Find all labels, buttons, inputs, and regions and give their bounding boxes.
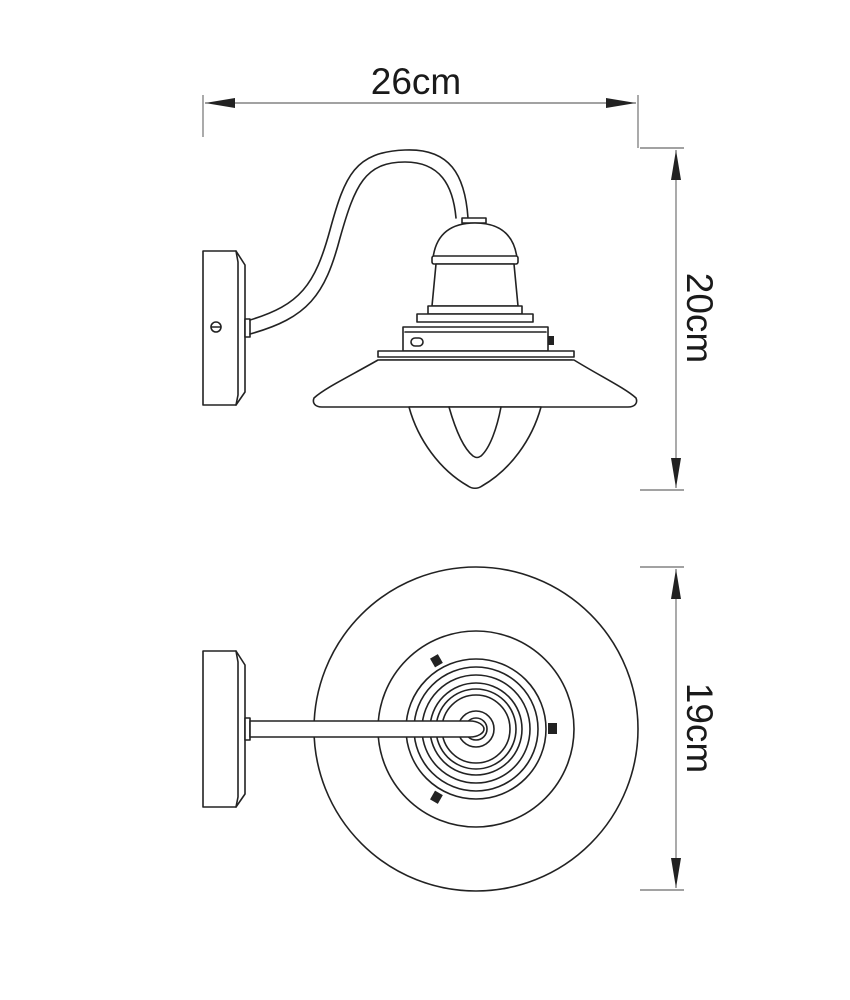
width-label: 26cm — [371, 61, 461, 102]
top-arm — [249, 720, 485, 738]
wall-plate-edge — [235, 250, 239, 406]
lamp-dome — [432, 222, 518, 259]
depth-dimension: 19cm — [640, 566, 720, 891]
side-view — [202, 149, 638, 490]
top-pin-lower — [430, 790, 443, 804]
top-pin-right — [548, 723, 557, 734]
depth-label: 19cm — [679, 683, 720, 773]
body-ring-middle — [416, 313, 534, 323]
body-ring-upper — [427, 305, 523, 315]
gooseneck-arm-inner — [249, 161, 457, 335]
width-dimension: 26cm — [202, 61, 639, 148]
height-label: 20cm — [679, 273, 720, 363]
lamp-body — [431, 263, 519, 307]
glass-globe-inner — [448, 406, 502, 459]
arm-collar — [244, 318, 251, 338]
gallery-pin — [548, 336, 554, 345]
gallery-ring — [402, 326, 549, 352]
top-view — [202, 566, 639, 892]
dome-band — [431, 255, 519, 265]
set-screw-icon — [410, 337, 424, 347]
glass-globe-outer — [408, 406, 542, 490]
shade-collar — [377, 350, 575, 358]
lamp-shade — [312, 359, 638, 408]
gooseneck-arm-outer — [249, 149, 469, 321]
height-dimension: 20cm — [640, 147, 720, 491]
top-pin-upper — [430, 654, 443, 668]
